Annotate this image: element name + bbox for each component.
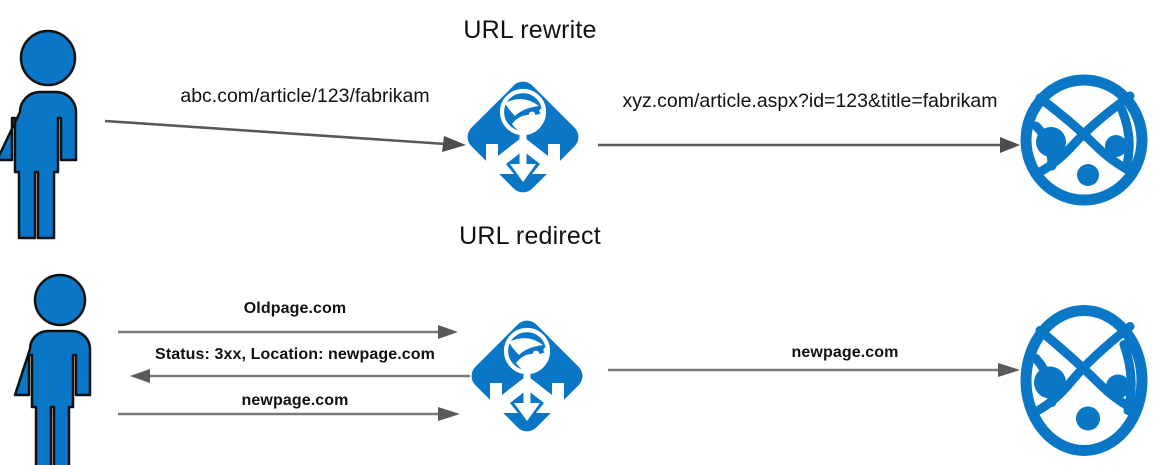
rewrite-application-gateway-icon (458, 72, 588, 202)
rewrite-backend-arrow (598, 130, 1020, 160)
rewrite-request-label: abc.com/article/123/fabrikam (180, 85, 430, 107)
rewrite-rewritten-label: xyz.com/article.aspx?id=123&title=fabrik… (622, 90, 998, 112)
redirect-step-1-arrow (118, 322, 458, 342)
redirect-internet-globe-icon (1014, 302, 1154, 465)
redirect-step-2-label: Status: 3xx, Location: newpage.com (155, 346, 435, 363)
url-rewrite-title: URL rewrite (463, 16, 597, 44)
url-redirect-title: URL redirect (459, 222, 601, 250)
redirect-backend-arrow (608, 360, 1020, 380)
redirect-application-gateway-icon (462, 292, 592, 460)
redirect-step-2-arrow (130, 366, 470, 386)
redirect-step-3-arrow (118, 404, 460, 424)
redirect-client-person-icon (13, 272, 106, 465)
redirect-step-1-label: Oldpage.com (243, 300, 347, 317)
rewrite-request-arrow (104, 112, 466, 156)
redirect-backend-label: newpage.com (791, 344, 899, 361)
rewrite-client-person-icon (0, 28, 108, 240)
redirect-step-3-label: newpage.com (241, 392, 349, 409)
rewrite-internet-globe-icon (1018, 74, 1150, 206)
